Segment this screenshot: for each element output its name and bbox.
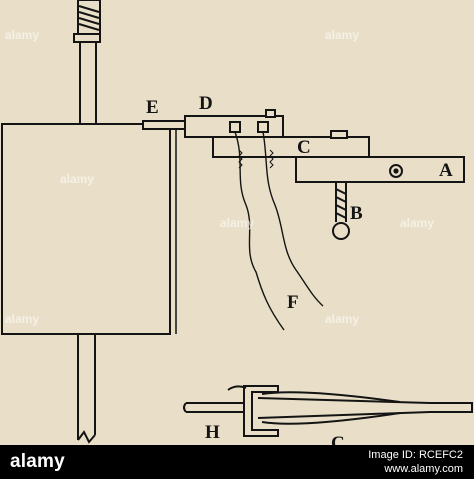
label-A: A: [439, 160, 453, 181]
image-id-block: Image ID: RCEFC2 www.alamy.com: [368, 448, 463, 476]
label-C-upper: C: [297, 137, 311, 158]
wires-F: [234, 131, 324, 331]
plate-C: [212, 136, 370, 158]
image-id-text: Image ID: RCEFC2: [368, 449, 463, 461]
watermark: alamy: [5, 312, 40, 326]
site-url-text: www.alamy.com: [384, 463, 463, 475]
label-B: B: [350, 203, 363, 224]
main-block: [1, 123, 171, 335]
label-F: F: [287, 292, 299, 313]
bar-A: [295, 156, 465, 183]
label-E: E: [146, 97, 159, 118]
watermark: alamy: [400, 216, 435, 230]
label-H: H: [205, 422, 220, 443]
stock-footer-bar: alamy Image ID: RCEFC2 www.alamy.com: [0, 445, 474, 479]
screw-B: [332, 182, 350, 240]
strip-E: [142, 120, 188, 130]
watermark: alamy: [325, 312, 360, 326]
watermark: alamy: [60, 172, 95, 186]
fork-assembly: [183, 385, 473, 437]
apparatus-diagram: [1, 0, 473, 444]
watermark: alamy: [220, 216, 255, 230]
lower-rod: [77, 334, 96, 444]
watermark: alamy: [5, 28, 40, 42]
watermark: alamy: [325, 28, 360, 42]
threaded-rod-top: [73, 0, 101, 124]
label-D: D: [199, 93, 213, 114]
brand-logo: alamy: [10, 451, 65, 472]
